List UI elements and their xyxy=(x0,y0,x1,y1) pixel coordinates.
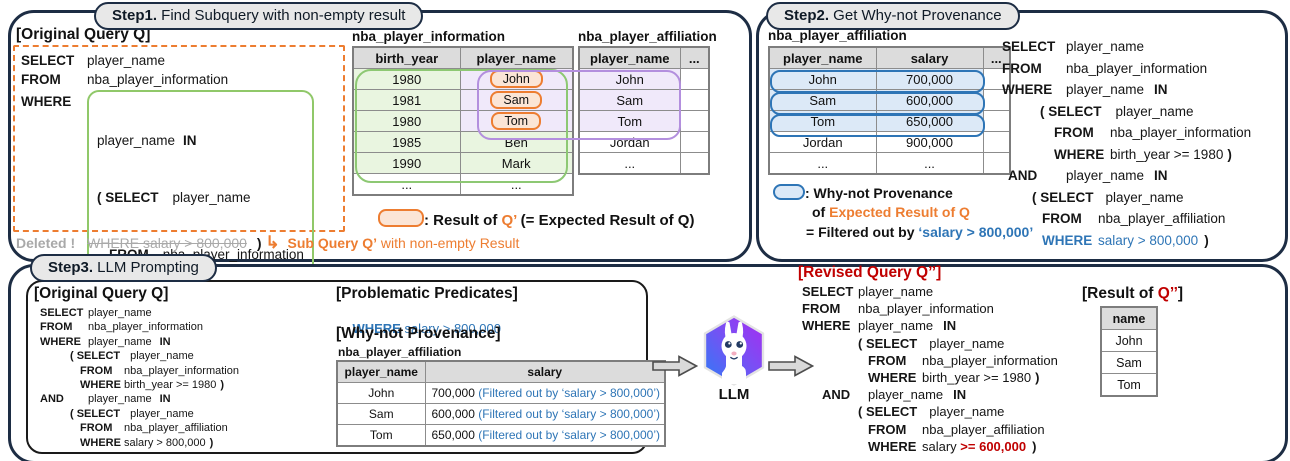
problematic-predicate: WHERE salary > 800,000 xyxy=(352,321,501,336)
why-not-legend-line3: = Filtered out by ‘salary > 800,000’ xyxy=(806,224,1034,240)
revised-query-title: [Revised Query Q’’] xyxy=(798,264,942,281)
step3-badge: Step3. LLM Prompting xyxy=(30,254,217,282)
step3-badge-text: LLM Prompting xyxy=(93,259,199,276)
table-row: ... xyxy=(578,152,710,175)
col-header: name xyxy=(1100,306,1158,330)
table-row: Jordan xyxy=(578,131,710,153)
affiliation-table-title: nba_player_affiliation xyxy=(578,29,717,44)
table-row: John xyxy=(1100,329,1158,352)
table-row: Sam xyxy=(1100,351,1158,374)
affiliation-table: player_name... John Sam Tom Jordan ... xyxy=(578,46,710,175)
deleted-predicate: WHERE salary > 800,000 xyxy=(87,235,247,251)
table-row: Tom xyxy=(578,110,710,132)
llm-llama-icon xyxy=(703,315,765,386)
why-not-legend-line2: of Expected Result of Q xyxy=(812,204,970,220)
result-title: [Result of Q’’] xyxy=(1082,285,1184,302)
why-not-table-title: nba_player_affiliation xyxy=(768,28,907,43)
col-header: player_name xyxy=(336,360,426,383)
col-header: player_name xyxy=(459,46,574,69)
col-header: birth_year xyxy=(352,46,461,69)
problematic-predicates-title: [Problematic Predicates] xyxy=(336,285,518,302)
revised-predicate-value: >= 600,000 xyxy=(960,438,1027,454)
col-header: player_name xyxy=(578,46,681,69)
provenance-table-title: nba_player_affiliation xyxy=(338,345,462,359)
col-header: player_name xyxy=(768,46,877,69)
original-query-title: [Original Query Q] xyxy=(16,26,151,43)
result-highlight: Tom xyxy=(491,112,542,130)
step1-badge-text: Find Subquery with non-empty result xyxy=(157,7,406,24)
col-header: salary xyxy=(424,360,666,383)
closing-paren: ) xyxy=(256,235,262,251)
table-row: John xyxy=(578,68,710,90)
sub-query-label: Sub Query Q’ xyxy=(287,235,377,251)
result-table: name John Sam Tom xyxy=(1100,306,1158,397)
step1-badge: Step1. Find Subquery with non-empty resu… xyxy=(94,2,424,30)
prompt-original-query-title: [Original Query Q] xyxy=(34,285,169,302)
flow-arrow-icon xyxy=(652,355,698,377)
deleted-label: Deleted ! xyxy=(16,235,76,251)
info-table-title: nba_player_information xyxy=(352,29,506,44)
step2-badge: Step2. Get Why-not Provenance xyxy=(766,2,1020,30)
why-not-legend-line1: : Why-not Provenance xyxy=(773,184,953,201)
table-row: Sam xyxy=(578,89,710,111)
sub-query-arrow-icon: ↳ xyxy=(265,233,280,252)
step2-badge-number: Step2. xyxy=(784,7,830,24)
deleted-predicate-note: Deleted ! WHERE salary > 800,000 ) ↳ Sub… xyxy=(16,233,520,252)
result-highlight: John xyxy=(489,70,543,88)
blue-box-icon xyxy=(773,184,805,200)
col-header: ... xyxy=(982,46,1011,69)
table-row: ...... xyxy=(352,173,574,196)
step2-badge-text: Get Why-not Provenance xyxy=(829,7,1002,24)
llm-label: LLM xyxy=(718,386,750,403)
table-row: ...... xyxy=(768,152,1011,175)
step3-badge-number: Step3. xyxy=(48,259,94,276)
why-not-provenance-title: [Why-not Provenance] xyxy=(336,325,501,342)
step1-badge-number: Step1. xyxy=(112,7,158,24)
result-highlight: Sam xyxy=(490,91,543,109)
table-row: Tom xyxy=(1100,373,1158,397)
col-header: salary xyxy=(875,46,984,69)
flow-arrow-icon xyxy=(768,355,814,377)
result-legend: : Result of Q’ (= Expected Result of Q) xyxy=(378,209,694,229)
orange-box-icon xyxy=(378,209,424,227)
col-header: ... xyxy=(679,46,710,69)
